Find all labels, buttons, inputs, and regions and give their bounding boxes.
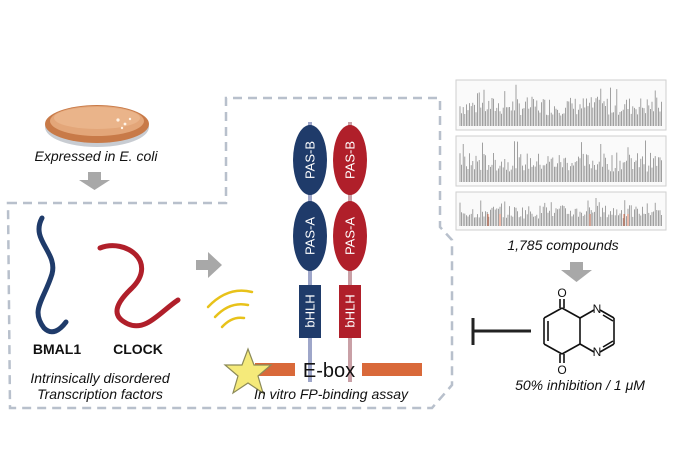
svg-text:N: N (593, 345, 602, 359)
svg-text:bHLH: bHLH (343, 294, 358, 327)
disordered-label-line1: Intrinsically disordered (30, 370, 170, 386)
bhlh-right-domain: bHLH (339, 285, 361, 338)
screening-plots (455, 79, 667, 231)
inhibition-label: 50% inhibition / 1 μM (515, 377, 645, 393)
signal-waves-icon (206, 289, 254, 329)
svg-text:O: O (557, 286, 566, 300)
pas-a-right-domain: PAS-A (333, 201, 367, 271)
compound-atoms: O O N N (557, 286, 601, 377)
clock-label: CLOCK (113, 341, 163, 357)
svg-text:N: N (593, 302, 602, 316)
disordered-label-line2: Transcription factors (37, 386, 163, 402)
svg-text:bHLH: bHLH (303, 294, 318, 327)
pas-b-left-domain: PAS-B (293, 125, 327, 195)
petri-dish-icon (45, 105, 149, 147)
bmal1-chain (35, 215, 69, 335)
fluorescent-star-icon (223, 347, 273, 395)
assay-label: In vitro FP-binding assay (253, 386, 409, 402)
compounds-label: 1,785 compounds (507, 237, 619, 253)
clock-chain (97, 243, 181, 329)
svg-text:PAS-B: PAS-B (343, 141, 358, 179)
pas-b-right-domain: PAS-B (333, 125, 367, 195)
down-arrow-icon (79, 172, 110, 190)
expressed-label: Expressed in E. coli (34, 148, 158, 164)
svg-text:PAS-A: PAS-A (343, 217, 358, 255)
inhibition-symbol (471, 318, 531, 345)
pas-a-left-domain: PAS-A (293, 201, 327, 271)
e-box-label: E-box (303, 360, 355, 382)
svg-text:PAS-B: PAS-B (303, 141, 318, 179)
right-arrow-icon (196, 252, 222, 278)
down-arrow-right-icon (561, 262, 592, 282)
svg-text:O: O (557, 363, 566, 377)
dashed-boundary (6, 96, 454, 410)
compound-structure (543, 299, 615, 363)
dna-strand-right (362, 363, 422, 376)
bmal1-label: BMAL1 (32, 341, 82, 357)
bhlh-left-domain: bHLH (299, 285, 321, 338)
svg-text:PAS-A: PAS-A (303, 217, 318, 255)
